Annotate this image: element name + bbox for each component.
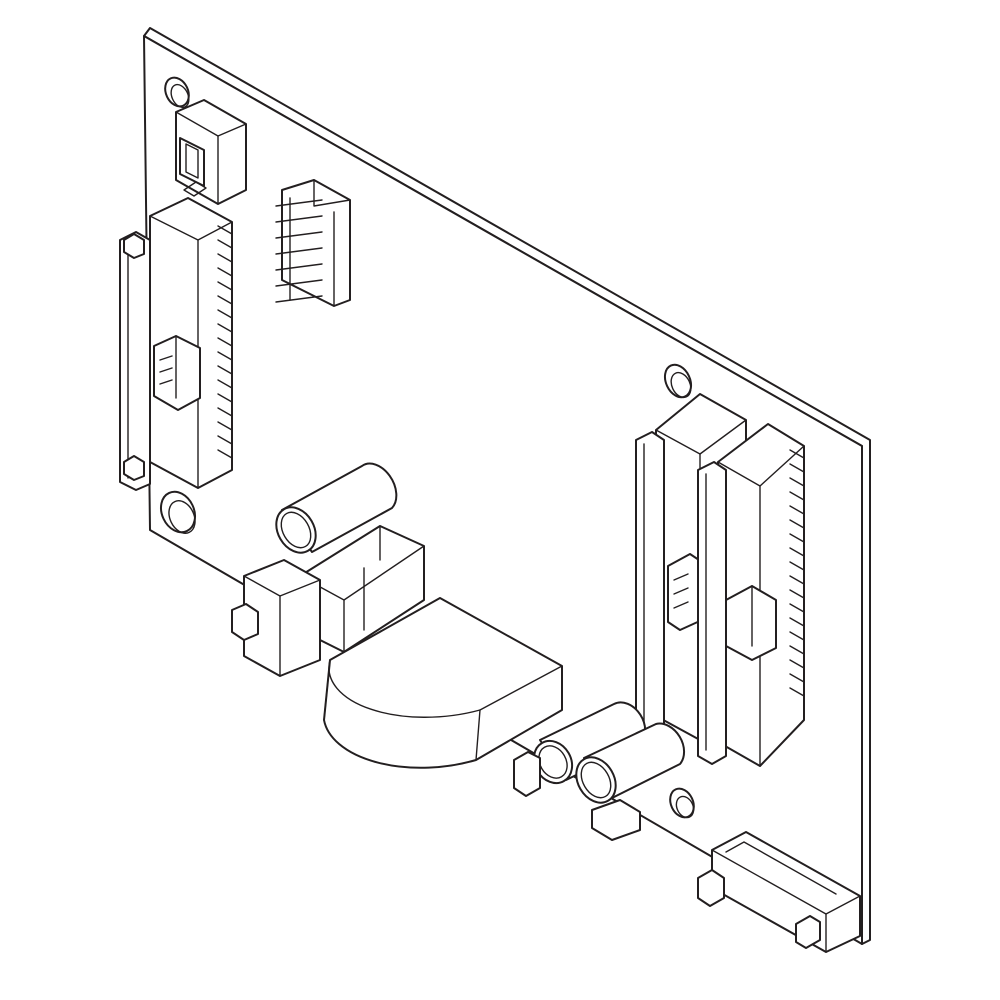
mounting-holes: [159, 76, 695, 819]
twin-cylinders: [513, 701, 686, 841]
mounting-hole: [159, 490, 197, 534]
right-tall-connector-b: [697, 423, 805, 767]
small-connector: [175, 99, 247, 205]
mounting-hole: [164, 76, 190, 109]
mounting-hole: [669, 787, 695, 819]
mounting-hole: [663, 363, 693, 399]
pin-header: [275, 179, 351, 307]
transformer: [323, 597, 563, 769]
bottom-left-bracket: [231, 559, 321, 677]
left-tall-connector: [119, 197, 233, 491]
cylinder-capacitor: [275, 462, 398, 554]
bottom-right-connector: [697, 831, 861, 953]
